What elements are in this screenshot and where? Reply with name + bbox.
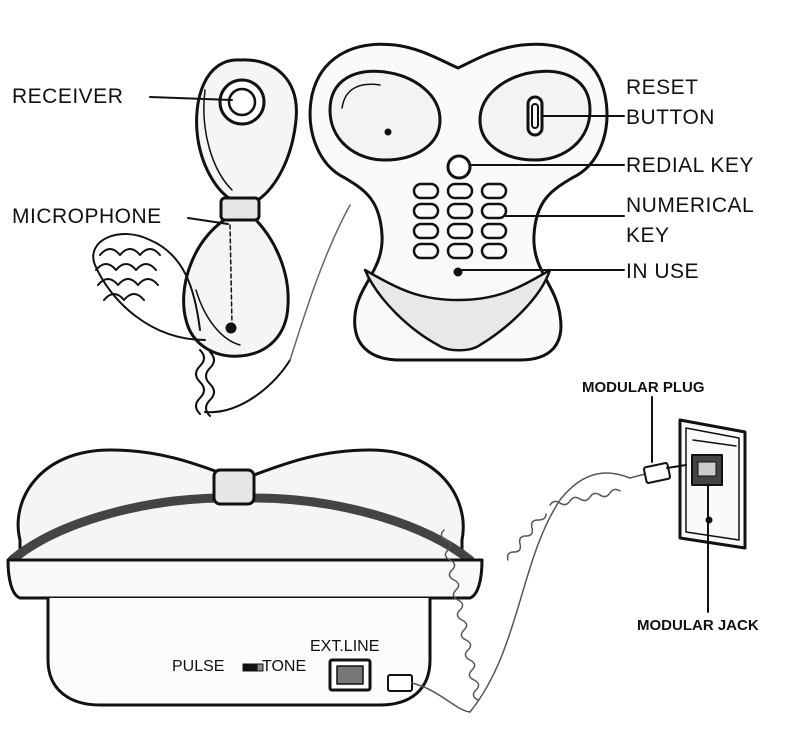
handset-mouthpiece bbox=[182, 218, 290, 358]
modular-plug-icon bbox=[642, 462, 672, 484]
numerical-key-label-line2: KEY bbox=[626, 224, 670, 247]
tone-label: TONE bbox=[262, 658, 307, 675]
line-cord bbox=[411, 472, 646, 713]
numerical-key-label-line1: NUMERICAL bbox=[626, 194, 755, 217]
handset bbox=[92, 58, 351, 417]
side-view bbox=[6, 448, 484, 707]
wall-plate bbox=[642, 418, 747, 550]
leader-lines bbox=[149, 96, 709, 613]
redial-key bbox=[446, 154, 472, 180]
pulse-tone-switch bbox=[242, 663, 258, 672]
microphone-icon bbox=[225, 322, 237, 334]
modular-jack-label: MODULAR JACK bbox=[637, 617, 759, 634]
in-use-indicator bbox=[453, 267, 463, 277]
reset-button bbox=[526, 95, 544, 137]
base-cord bbox=[289, 204, 351, 361]
receiver-label: RECEIVER bbox=[12, 85, 124, 108]
handset-coil-cord bbox=[92, 233, 291, 417]
side-plug bbox=[387, 674, 413, 692]
reset-button-label-line1: RESET bbox=[626, 76, 699, 99]
reset-button-label-line2: BUTTON bbox=[626, 106, 715, 129]
redial-key-label: REDIAL KEY bbox=[626, 154, 754, 177]
modular-plug-label: MODULAR PLUG bbox=[582, 379, 705, 396]
left-cup bbox=[328, 69, 442, 162]
base-bottom-panel bbox=[363, 268, 552, 352]
in-use-label: IN USE bbox=[626, 260, 700, 283]
microphone-label: MICROPHONE bbox=[12, 205, 162, 228]
numerical-keypad bbox=[412, 182, 508, 260]
pulse-label: PULSE bbox=[172, 658, 225, 675]
base-unit bbox=[308, 42, 609, 362]
ext-line-label: EXT.LINE bbox=[310, 638, 380, 655]
receiver-icon bbox=[218, 78, 266, 126]
handset-neck-band bbox=[219, 196, 261, 222]
side-knot bbox=[212, 468, 256, 506]
